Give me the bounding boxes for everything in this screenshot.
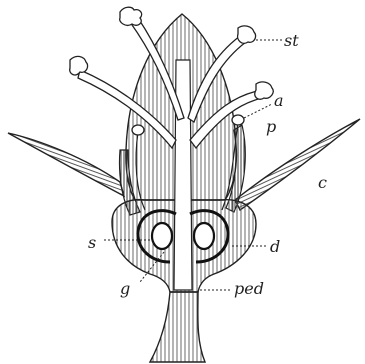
anther-left bbox=[132, 125, 144, 135]
label-c: c bbox=[318, 173, 327, 192]
anther-right bbox=[232, 115, 244, 125]
leader-a bbox=[244, 104, 272, 118]
ovule-right bbox=[194, 223, 214, 249]
label-s: s bbox=[88, 233, 96, 252]
sepal-left bbox=[8, 133, 124, 196]
stigma-top-right bbox=[238, 26, 256, 43]
sepal-right bbox=[235, 119, 360, 210]
label-d: d bbox=[270, 237, 280, 256]
central-axis bbox=[174, 60, 192, 290]
label-p: p bbox=[266, 117, 276, 136]
stigma-top-left bbox=[120, 7, 142, 25]
label-a: a bbox=[274, 91, 284, 110]
pedicel bbox=[150, 292, 205, 362]
label-st: st bbox=[284, 31, 299, 50]
ovule-left bbox=[152, 223, 172, 249]
label-g: g bbox=[120, 279, 130, 298]
stigma-right bbox=[255, 82, 274, 99]
label-ped: ped bbox=[234, 279, 264, 298]
stigma-left bbox=[70, 56, 88, 75]
